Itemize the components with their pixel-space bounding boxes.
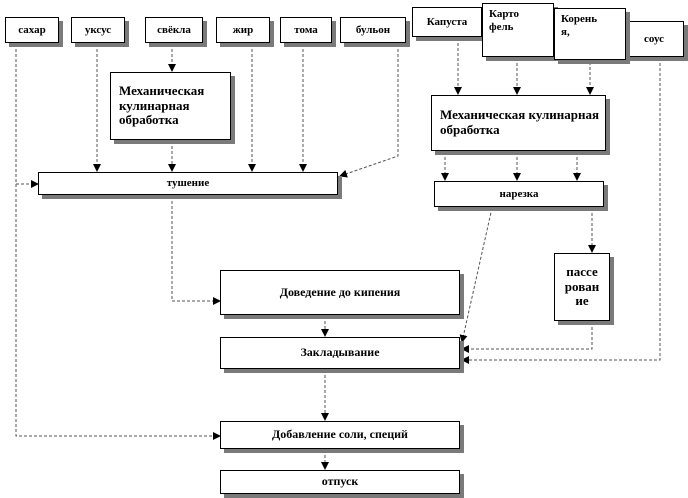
- ingredient-broth: бульон: [340, 17, 406, 43]
- ingredient-fat: жир: [216, 17, 270, 43]
- step-add-salt-spices: Добавление соли, специй: [220, 421, 460, 449]
- arrow-sugar-to-salting: [15, 184, 221, 440]
- arrow-broth-to-stewing: [339, 44, 399, 178]
- ingredient-tomato: тома: [280, 17, 332, 43]
- ingredient-sugar: сахар: [5, 17, 59, 43]
- step-bring-to-boil: Доведение до кипения: [220, 270, 460, 315]
- step-stewing: тушение: [38, 172, 338, 195]
- arrow-cutting-to-laying: [459, 207, 493, 343]
- ingredient-beets: свёкла: [145, 17, 203, 43]
- arrow-sauteing-to-laying: [461, 322, 593, 353]
- arrow-sugar-to-stewing: [15, 44, 39, 188]
- ingredient-sauce: соус: [624, 21, 684, 57]
- step-sauteing: пассе рован ие: [554, 253, 610, 321]
- step-laying: Закладывание: [220, 337, 460, 369]
- ingredient-potato: Карто фель: [482, 3, 554, 57]
- step-mechanical-processing-right: Механическая кулинарная обработка: [431, 95, 606, 151]
- arrow-stewing-to-boiling: [171, 196, 221, 305]
- step-serving: отпуск: [220, 470, 460, 494]
- ingredient-vinegar: уксус: [71, 17, 125, 43]
- ingredient-cabbage: Капуста: [412, 7, 482, 37]
- arrow-sauce-to-laying: [461, 58, 661, 364]
- step-cutting: нарезка: [434, 181, 604, 207]
- ingredient-roots: Корень я,: [554, 8, 626, 60]
- step-mechanical-processing-left: Механическая кулинарная обработка: [110, 72, 231, 140]
